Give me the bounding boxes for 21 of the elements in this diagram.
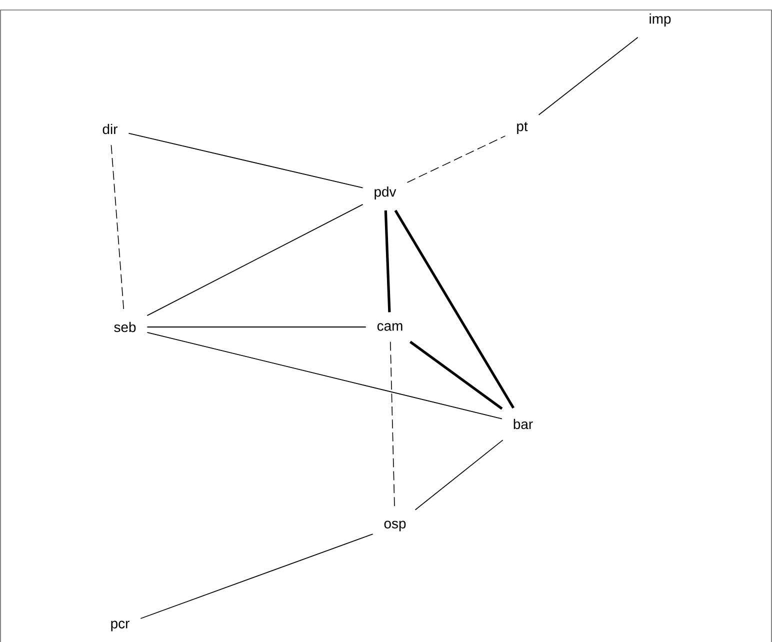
connector-line (146, 204, 364, 316)
connector-line (146, 326, 366, 328)
node-label: dir (102, 124, 118, 134)
node-label: pdv (374, 186, 396, 200)
connector-line (394, 210, 515, 409)
node-label: pt (517, 122, 528, 134)
connector-line (406, 136, 506, 183)
node-label: bar (514, 418, 533, 430)
connector-line (140, 534, 374, 619)
connector-line (110, 144, 124, 312)
connector-line (146, 332, 502, 420)
node-label: cam (377, 323, 402, 331)
connector-line (409, 340, 503, 410)
node-label: pcr (111, 620, 130, 632)
connector-line (414, 440, 504, 510)
connector-line (128, 132, 364, 188)
connector-line (538, 36, 638, 116)
node-label: osp (384, 520, 406, 532)
connector-line (384, 210, 391, 312)
node-label: seb (114, 322, 136, 332)
node-label: imp (650, 14, 671, 26)
